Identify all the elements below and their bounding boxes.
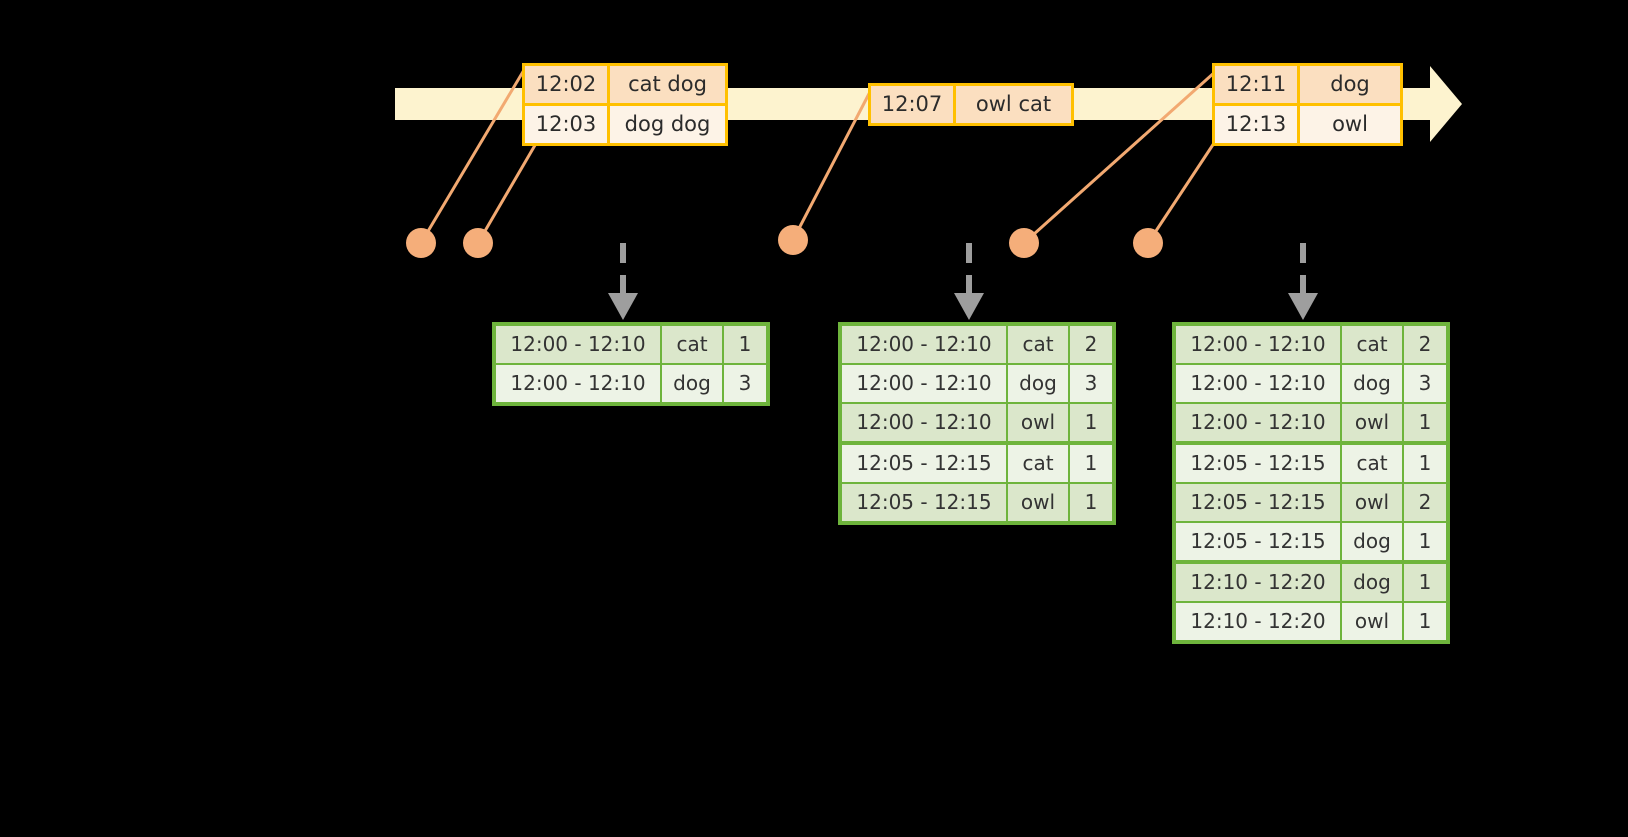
key-cell: cat [1008,445,1070,482]
key-cell: owl [1008,484,1070,521]
event-words: owl cat [956,86,1071,123]
event-time: 12:02 [525,66,610,103]
window-cell: 12:00 - 12:10 [1176,404,1342,441]
key-cell: dog [662,365,724,402]
event-dot [463,228,493,258]
window-cell: 12:00 - 12:10 [496,365,662,402]
window-cell: 12:00 - 12:10 [496,326,662,363]
dashed-arrows [608,243,1318,320]
count-cell: 1 [1070,404,1112,441]
count-cell: 1 [1404,603,1446,640]
event-row: 12:13 owl [1215,103,1400,143]
event-row: 12:02 cat dog [525,66,725,103]
key-cell: owl [1342,603,1404,640]
key-cell: cat [662,326,724,363]
key-cell: cat [1342,326,1404,363]
event-words: owl [1300,106,1400,143]
event-box-1: 12:02 cat dog 12:03 dog dog [522,63,728,146]
event-time: 12:07 [871,86,956,123]
event-box-3: 12:11 dog 12:13 owl [1212,63,1403,146]
event-words: cat dog [610,66,725,103]
count-cell: 1 [1404,564,1446,601]
key-cell: cat [1342,445,1404,482]
window-cell: 12:10 - 12:20 [1176,603,1342,640]
window-cell: 12:00 - 12:10 [1176,365,1342,402]
window-cell: 12:00 - 12:10 [842,326,1008,363]
event-row: 12:03 dog dog [525,103,725,143]
key-cell: owl [1342,404,1404,441]
dashed-arrow-1 [608,243,638,320]
key-cell: cat [1008,326,1070,363]
event-box-2: 12:07 owl cat [868,83,1074,126]
key-cell: dog [1008,365,1070,402]
count-cell: 1 [1070,484,1112,521]
window-cell: 12:05 - 12:15 [842,484,1008,521]
window-cell: 12:00 - 12:10 [842,365,1008,402]
count-cell: 3 [724,365,766,402]
event-dot [1009,228,1039,258]
key-cell: dog [1342,564,1404,601]
window-cell: 12:05 - 12:15 [842,445,1008,482]
dashed-arrow-2 [954,243,984,320]
window-cell: 12:00 - 12:10 [1176,326,1342,363]
event-dots [406,225,1163,258]
event-time: 12:03 [525,106,610,143]
window-cell: 12:05 - 12:15 [1176,484,1342,521]
key-cell: dog [1342,365,1404,402]
event-dot [778,225,808,255]
event-dot [1133,228,1163,258]
event-time: 12:13 [1215,106,1300,143]
event-dot [406,228,436,258]
window-cell: 12:05 - 12:15 [1176,445,1342,482]
key-cell: owl [1008,404,1070,441]
dashed-arrow-3 [1288,243,1318,320]
key-cell: dog [1342,523,1404,560]
event-time: 12:11 [1215,66,1300,103]
event-row: 12:07 owl cat [871,86,1071,123]
event-words: dog dog [610,106,725,143]
count-cell: 3 [1070,365,1112,402]
window-cell: 12:00 - 12:10 [842,404,1008,441]
count-cell: 1 [1404,523,1446,560]
count-cell: 3 [1404,365,1446,402]
key-cell: owl [1342,484,1404,521]
window-cell: 12:05 - 12:15 [1176,523,1342,560]
count-cell: 1 [1404,404,1446,441]
count-cell: 1 [1070,445,1112,482]
event-row: 12:11 dog [1215,66,1400,103]
count-cell: 1 [724,326,766,363]
count-cell: 2 [1404,484,1446,521]
event-words: dog [1300,66,1400,103]
count-cell: 2 [1404,326,1446,363]
count-cell: 1 [1404,445,1446,482]
window-cell: 12:10 - 12:20 [1176,564,1342,601]
count-cell: 2 [1070,326,1112,363]
